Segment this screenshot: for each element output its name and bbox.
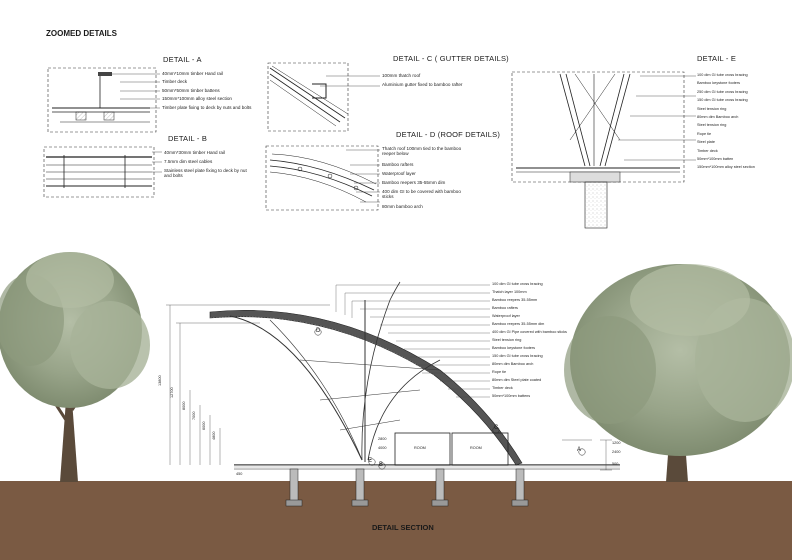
section-note: Waterproof layer [492, 314, 520, 318]
sheet-footer: DETAIL SECTION [372, 523, 434, 532]
detail-e-title: DETAIL - E [697, 54, 737, 63]
dim-label: 12700 [170, 387, 174, 398]
dim-label: 7000 [192, 411, 196, 420]
section-tag-d: D [316, 328, 321, 334]
detail-c-note: 100mm thatch roof [382, 73, 421, 78]
detail-e-note: 80mm dim Bamboo arch [697, 115, 739, 119]
section-tag-e: E [368, 458, 373, 464]
dim-label: 6000 [202, 421, 206, 430]
detail-e-note: Steel plate [697, 140, 715, 145]
detail-b-note: 40mm*30mm timber Hand rail [164, 150, 226, 155]
section-note: Rope tie [492, 370, 507, 374]
section-note: 50mm*100mm battens [492, 394, 531, 398]
section-note: 150 dim GI tube cross bracing [492, 354, 543, 358]
detail-e-note: 100 dim GI tube cross bracing [697, 73, 748, 77]
section-note: Bamboo reepers 35-55mm [492, 298, 538, 302]
detail-e-drawing [511, 71, 696, 229]
detail-a-note: Timber deck [162, 79, 188, 84]
section-note: Bamboo rafters [492, 306, 518, 310]
detail-d-note: 80mm bamboo arch [382, 204, 423, 209]
detail-e-note: Steel tension ring [697, 106, 727, 111]
detail-e-note: Steel tension ring [697, 123, 727, 128]
room-label: ROOM [470, 446, 482, 450]
dim-label: 2400 [612, 450, 621, 454]
section-note: Timber deck [492, 386, 513, 390]
detail-c-title: DETAIL - C ( GUTTER DETAILS) [393, 54, 509, 63]
detail-d-title: DETAIL - D (ROOF DETAILS) [396, 130, 501, 139]
detail-b-title: DETAIL - B [168, 134, 208, 143]
section-note: Bamboo reepers 35-55mm dim [492, 322, 545, 326]
detail-d-note: Thatch roof 100mm tied to the bamboo ree… [382, 146, 462, 157]
section-note: 80mm dim Steel plate coated [492, 378, 542, 382]
detail-e-note: Bamboo keystone footers [697, 81, 741, 86]
tree-right [564, 264, 792, 482]
detail-d-drawing [265, 145, 380, 211]
section-drawing [166, 281, 620, 507]
detail-a-drawing [47, 67, 160, 133]
detail-a-note: Timber plate fixing to deck by nuts and … [162, 105, 252, 110]
section-note: 400 dim GI Pipe covered with bamboo stic… [492, 330, 567, 334]
sheet-heading: ZOOMED DETAILS [46, 29, 117, 38]
section-note: 100 dim GI tube cross bracing [492, 282, 543, 286]
detail-a-note: 40mm*10mm timber Hand rail [162, 71, 224, 76]
dim-label: 500 [612, 462, 619, 466]
dim-label: 1200 [612, 441, 621, 445]
dim-label: 4800 [212, 431, 216, 440]
section-tag-a: A [577, 447, 582, 453]
detail-a-note: 150mm*100mm alloy steel section [162, 96, 232, 101]
detail-d-note: Bamboo rafters [382, 162, 414, 167]
section-note: Bamboo keystone footers [492, 346, 536, 350]
detail-d-note: Bamboo reepers 35-55mm dim [382, 180, 446, 185]
detail-b-note: Stainless steel plate fixing to deck by … [164, 168, 247, 179]
section-note: Steel tension ring [492, 338, 522, 342]
detail-c-drawing [267, 62, 380, 132]
detail-e-note: 150mm*100mm alloy steel section [697, 165, 755, 170]
section-note: Thatch layer 100mm [492, 290, 527, 294]
dim-label: 4000 [378, 446, 387, 450]
detail-b-note: 7.5mm dim steel cables [164, 159, 213, 164]
detail-d-note: 400 dim GI to be covered with bamboo sti… [382, 189, 461, 200]
detail-c-note: Aluminium gutter fixed to bamboo rafter [382, 82, 463, 87]
detail-e-note: 250 dim GI tube cross bracing [697, 89, 748, 94]
detail-e-note: Timber deck [697, 148, 718, 153]
dim-label: 2800 [378, 437, 387, 441]
section-note: 80mm dim Bamboo arch [492, 362, 534, 366]
section-tag-c: C [494, 425, 499, 431]
section-tag-b: B [379, 462, 384, 468]
detail-a-title: DETAIL - A [163, 55, 202, 64]
tree-left [0, 252, 150, 482]
ground [0, 481, 792, 560]
dim-label: 450 [236, 472, 243, 476]
detail-e-note: 150 dim GI tube cross bracing [697, 98, 748, 103]
dim-label: 8000 [182, 401, 186, 410]
detail-e-note: Rope tie [697, 131, 712, 136]
detail-b-drawing [43, 146, 162, 198]
detail-d-note: Waterproof layer [382, 171, 416, 176]
room-label: ROOM [414, 446, 426, 450]
detail-e-note: 50mm*100mm batten [697, 157, 734, 161]
dim-label: 13800 [158, 375, 162, 386]
detail-a-note: 50mm*50mm timber battens [162, 88, 220, 93]
